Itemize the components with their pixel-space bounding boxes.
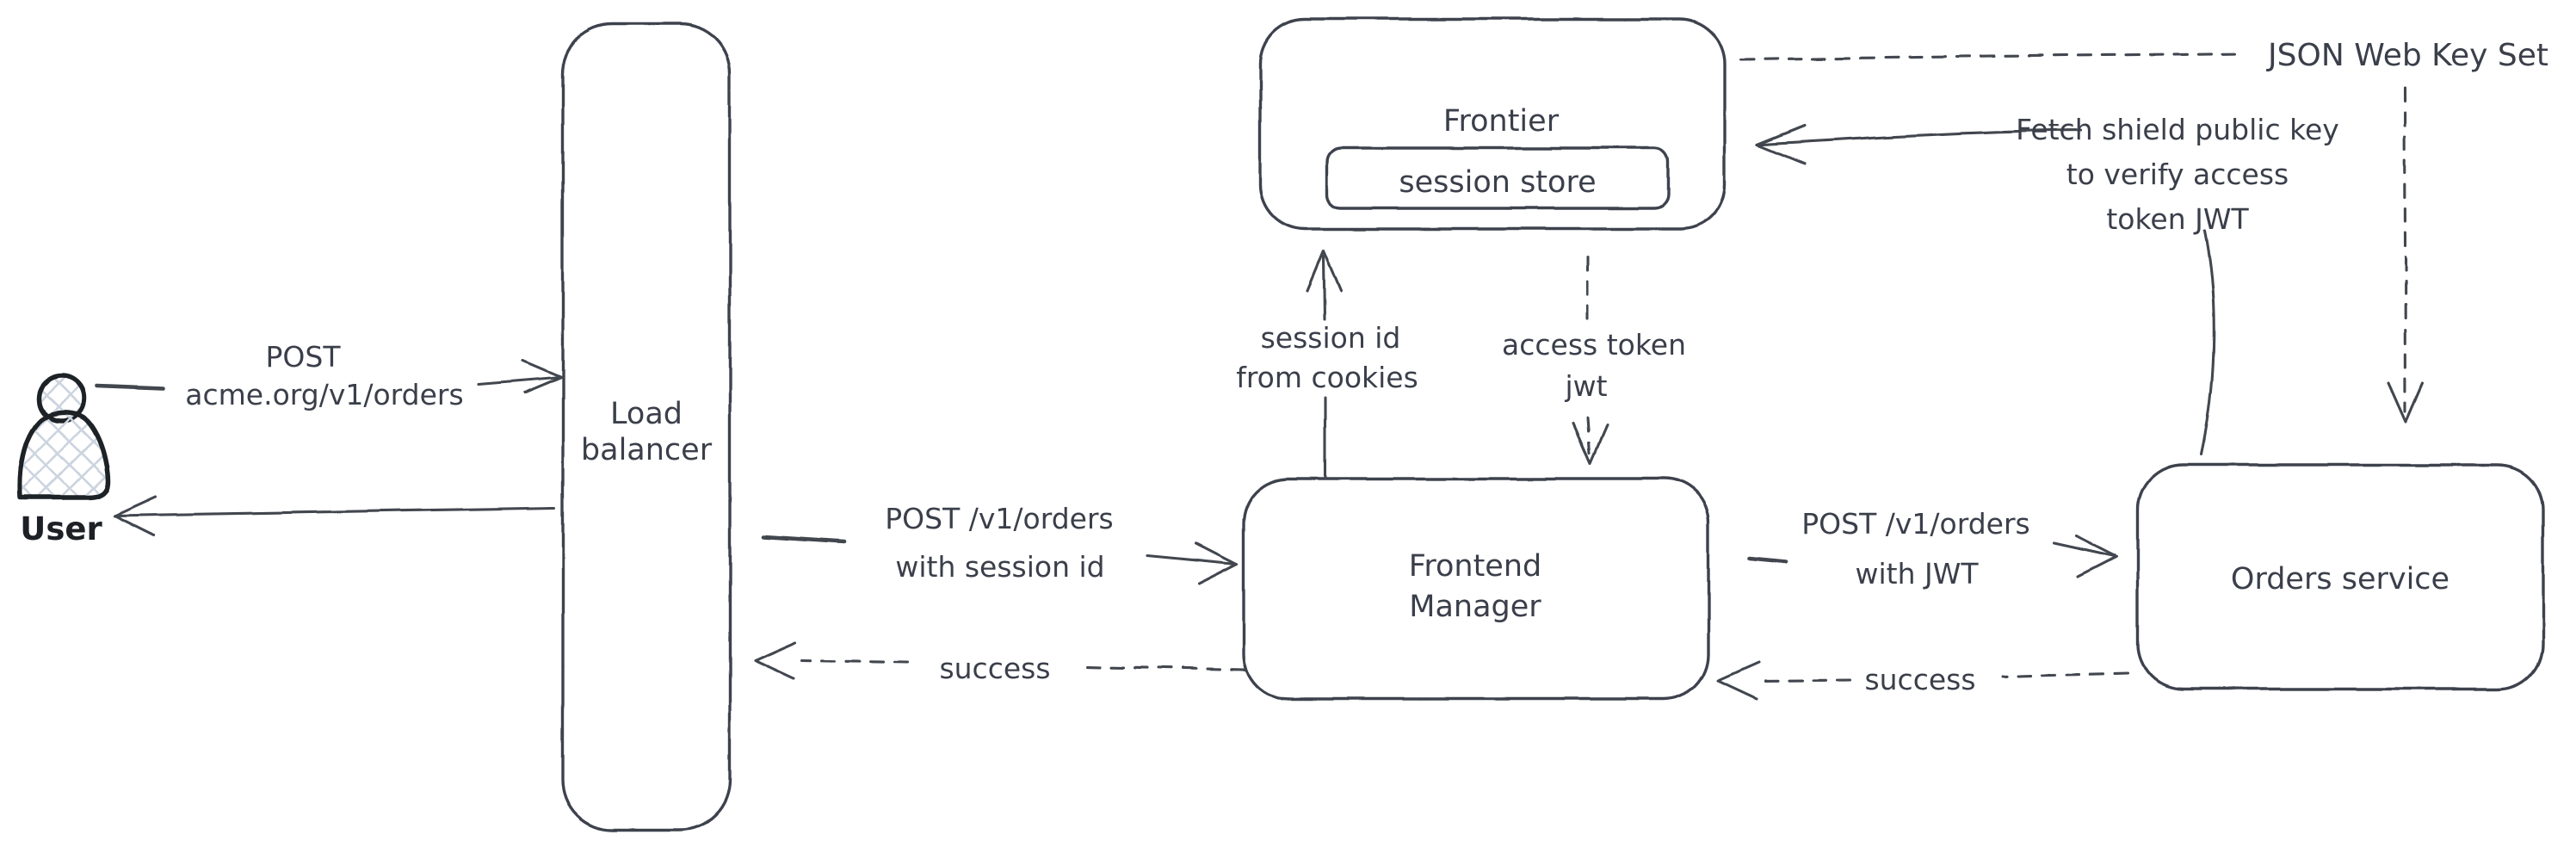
arrowhead-right-icon (1195, 541, 1239, 585)
person-body (16, 410, 110, 500)
edge-label-fm-to-orders-line2: with JWT (1855, 557, 1979, 590)
load-balancer-label-line2: balancer (581, 433, 713, 467)
user-figure (16, 374, 110, 500)
node-frontend-manager (1242, 477, 1710, 701)
arrow-line (1746, 555, 1788, 564)
fetch-key-label-line2: to verify access (2066, 158, 2289, 191)
edge-user-to-lb (94, 359, 563, 394)
arrow-line (2403, 87, 2407, 412)
arrow-line (2001, 671, 2129, 678)
arrow-line (2052, 541, 2118, 559)
arrow-line (477, 375, 563, 386)
load-balancer-label-line1: Load (610, 397, 683, 431)
arrow-line (1585, 417, 1591, 454)
edge-label-fm-to-lb-success: success (939, 652, 1050, 685)
edge-label-user-to-lb-line2: acme.org/v1/orders (185, 378, 463, 411)
user-label: User (20, 510, 102, 547)
edge-label-access-token-line2: jwt (1564, 369, 1607, 403)
arrowhead-down-icon (2388, 380, 2425, 423)
edge-label-session-id-line2: from cookies (1236, 361, 1418, 394)
edge-fm-to-orders (1746, 535, 2118, 578)
arrow-line (94, 384, 166, 392)
orders-service-label: Orders service (2231, 562, 2449, 597)
edge-label-fm-to-orders-line1: POST /v1/orders (1801, 507, 2029, 541)
arrow-line (1322, 255, 1326, 322)
frontend-manager-label-line1: Frontend (1409, 549, 1541, 584)
arrow-line (2200, 229, 2216, 456)
node-load-balancer (561, 22, 732, 832)
edge-label-lb-to-fm-line2: with session id (895, 550, 1104, 584)
edge-orders-to-fm-success (1716, 661, 2129, 701)
edge-orders-fetch-key (1756, 124, 2216, 456)
session-store-label: session store (1399, 165, 1596, 200)
node-orders-service (2136, 463, 2544, 690)
arrow-line (1756, 128, 2083, 146)
edge-label-session-id-line1: session id (1261, 321, 1401, 355)
arrow-line (113, 506, 557, 517)
arrowhead-left-icon (753, 641, 797, 681)
fetch-key-label-line3: token JWT (2106, 202, 2249, 236)
edge-frontier-jwks (1739, 52, 2425, 423)
arrowhead-right-icon (2074, 535, 2118, 578)
arrow-line (800, 659, 909, 665)
arrowhead-left-icon (1756, 124, 1807, 165)
edge-label-user-to-lb-line1: POST (266, 340, 342, 374)
frontier-label: Frontier (1443, 104, 1560, 139)
arrowhead-right-icon (521, 359, 563, 394)
edge-fm-to-lb-success (753, 641, 1246, 681)
arrowhead-down-icon (1572, 422, 1609, 465)
arrowhead-left-icon (113, 495, 158, 537)
arrow-line (1146, 553, 1239, 566)
jwks-label: JSON Web Key Set (2266, 38, 2548, 73)
arrowhead-up-icon (1306, 250, 1343, 294)
arrow-line (1759, 679, 1852, 683)
edge-fm-to-frontier (1306, 250, 1343, 480)
edge-label-lb-to-fm-line1: POST /v1/orders (885, 502, 1113, 535)
edge-label-access-token-line1: access token (1502, 328, 1686, 362)
arrow-line (760, 535, 848, 545)
edge-label-orders-to-fm-success: success (1864, 663, 1975, 696)
arrow-line (1083, 665, 1246, 671)
edge-lb-to-fm (760, 535, 1239, 585)
node-session-store (1325, 146, 1670, 210)
edge-lb-to-user (113, 495, 557, 537)
arrowhead-left-icon (1716, 661, 1760, 701)
frontend-manager-label-line2: Manager (1409, 590, 1541, 624)
edge-frontier-to-fm (1572, 256, 1609, 465)
fetch-key-label-line1: Fetch shield public key (2016, 113, 2339, 146)
arrow-line (1739, 52, 2246, 61)
